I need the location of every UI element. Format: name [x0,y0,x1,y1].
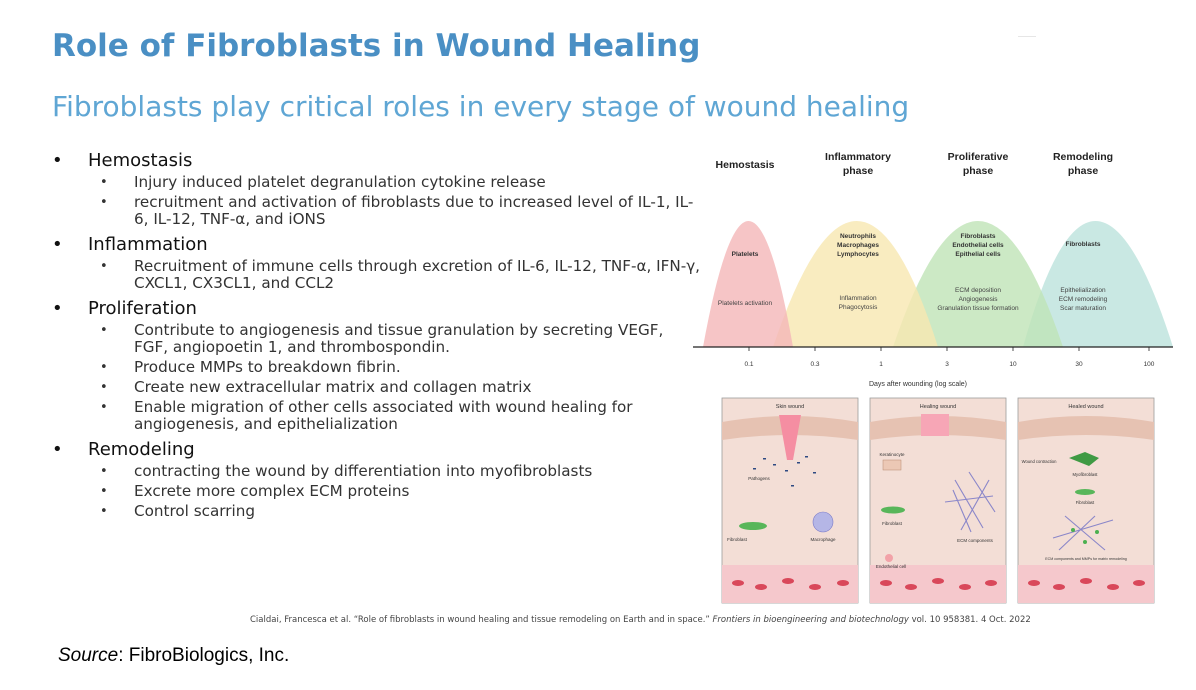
section-heading: Remodeling [88,439,195,460]
panel-label: ECM components [957,538,994,543]
cell-label: Lymphocytes [837,251,879,258]
panel-label: Wound contraction [1022,459,1058,464]
section-inflammation: • Inflammation •Recruitment of immune cel… [52,234,702,292]
cell-label: Endothelial cells [952,242,1004,249]
section-hemostasis: • Hemostasis •Injury induced platelet deg… [52,150,702,228]
axis-tick-label: 0.3 [810,361,819,368]
panel-label: ECM components and MMPs for matrix remod… [1045,557,1127,561]
bullet-text: Contribute to angiogenesis and tissue gr… [134,321,664,356]
section-heading: Proliferation [88,298,197,319]
bullet-dot: • [52,298,63,319]
citation-journal: Frontiers in bioengineering and biotechn… [712,615,909,625]
phase-label-remodeling-2: phase [1068,165,1099,177]
event-label: Scar maturation [1060,305,1106,312]
bullet-text: contracting the wound by differentiation… [134,462,593,480]
event-label: Epithelialization [1060,287,1106,294]
axis-tick-label: 3 [945,361,949,368]
cell-label: Macrophages [837,242,879,249]
panel-label: Fibroblast [1076,500,1095,505]
event-label: Granulation tissue formation [937,305,1019,312]
bullet-item: •Injury induced platelet degranulation c… [100,173,546,191]
bullet-item: •contracting the wound by differentiatio… [100,462,593,480]
corner-mark [1018,36,1036,37]
source-label: Source [58,645,119,666]
bullet-dot: • [52,439,63,460]
bullet-dot: • [52,234,63,255]
axis-tick-label: 100 [1144,361,1155,368]
axis-tick-label: 0.1 [744,361,753,368]
panel-label: Fibroblast [882,521,903,526]
slide-title: Role of Fibroblasts in Wound Healing [52,28,701,64]
bullet-item: •Excrete more complex ECM proteins [100,482,410,500]
panel-title: Healing wound [920,404,956,410]
panel-title: Skin wound [776,404,804,410]
event-label: Platelets activation [718,300,773,307]
bullet-text: Recruitment of immune cells through excr… [134,257,701,292]
phase-label-remodeling: Remodeling [1053,151,1113,163]
bullet-item: •Create new extracellular matrix and col… [100,378,532,396]
section-heading: Hemostasis [88,150,193,171]
bullet-text: Injury induced platelet degranulation cy… [134,173,546,191]
bullet-item: •Control scarring [100,502,256,520]
bullet-dot: • [52,150,63,171]
panel-title: Healed wound [1068,404,1103,410]
bullet-text: Excrete more complex ECM proteins [134,482,410,500]
phase-label-inflammatory: Inflammatory [825,151,891,163]
event-label: ECM remodeling [1059,296,1108,303]
phase-curve-hemostasis [703,221,793,347]
section-proliferation: • Proliferation •Contribute to angiogenes… [52,298,702,433]
wound-healing-diagram: Hemostasis Inflammatory phase Proliferat… [693,151,1173,604]
axis-tick-label: 10 [1009,361,1017,368]
phase-label-hemostasis: Hemostasis [716,159,775,171]
phase-curve-inflammatory [773,221,938,347]
cell-label: Neutrophils [840,233,876,240]
source-value: : FibroBiologics, Inc. [118,645,290,666]
bullet-item: •Contribute to angiogenesis and tissue g… [100,321,664,356]
panel-label: Macrophage [810,537,836,542]
cell-label: Platelets [732,251,759,258]
axis-label: Days after wounding (log scale) [869,381,967,388]
cell-label: Fibroblasts [1065,241,1100,248]
section-heading: Inflammation [88,234,208,255]
panel-healing-wound: Healing wound Keratinocyte Fibroblast En… [869,397,1007,604]
bullet-text: Produce MMPs to breakdown fibrin. [134,358,401,376]
bullet-text: Enable migration of other cells associat… [134,398,633,433]
panel-label: Keratinocyte [879,452,905,457]
phase-curve-proliferative [893,221,1063,347]
phase-label-proliferative-2: phase [963,165,994,177]
cell-label: Epithelial cells [955,251,1001,258]
axis-tick-label: 1 [879,361,883,368]
event-label: Inflammation [839,295,877,302]
slide-subtitle: Fibroblasts play critical roles in every… [52,90,910,123]
event-label: Angiogenesis [958,296,998,303]
phase-label-inflammatory-2: phase [843,165,874,177]
phase-curve-remodeling [1023,221,1173,347]
citation: Cialdai, Francesca et al. “Role of fibro… [250,615,1031,625]
panel-label: Myofibroblast [1073,472,1099,477]
bullet-item: •recruitment and activation of fibroblas… [100,193,694,228]
event-label: Phagocytosis [839,304,878,311]
bullet-text: Control scarring [134,502,256,520]
source-line: Source: FibroBiologics, Inc. [58,645,289,667]
bullet-text: recruitment and activation of fibroblast… [134,193,694,228]
bullet-item: •Enable migration of other cells associa… [100,398,633,433]
panel-healed-wound: Healed wound Wound contraction Myofibrob… [1017,397,1155,604]
panel-skin-wound: Skin wound Pathogens Fibroblast Macropha… [721,397,859,604]
bullet-text: Create new extracellular matrix and coll… [134,378,532,396]
section-remodeling: • Remodeling •contracting the wound by di… [52,439,702,520]
bullet-list: •Hemostasis •Injury induced platelet deg… [52,150,702,526]
citation-authors: Cialdai, Francesca et al. “Role of fibro… [250,615,710,625]
panel-label: Fibroblast [727,537,748,542]
panel-label: Pathogens [748,476,770,481]
event-label: ECM deposition [955,287,1001,294]
bullet-item: •Recruitment of immune cells through exc… [100,257,701,292]
panel-label: Endothelial cell [876,564,906,569]
bullet-item: •Produce MMPs to breakdown fibrin. [100,358,401,376]
cell-label: Fibroblasts [960,233,995,240]
axis-tick-label: 30 [1075,361,1083,368]
citation-tail: vol. 10 958381. 4 Oct. 2022 [911,615,1031,625]
phase-label-proliferative: Proliferative [948,151,1009,163]
